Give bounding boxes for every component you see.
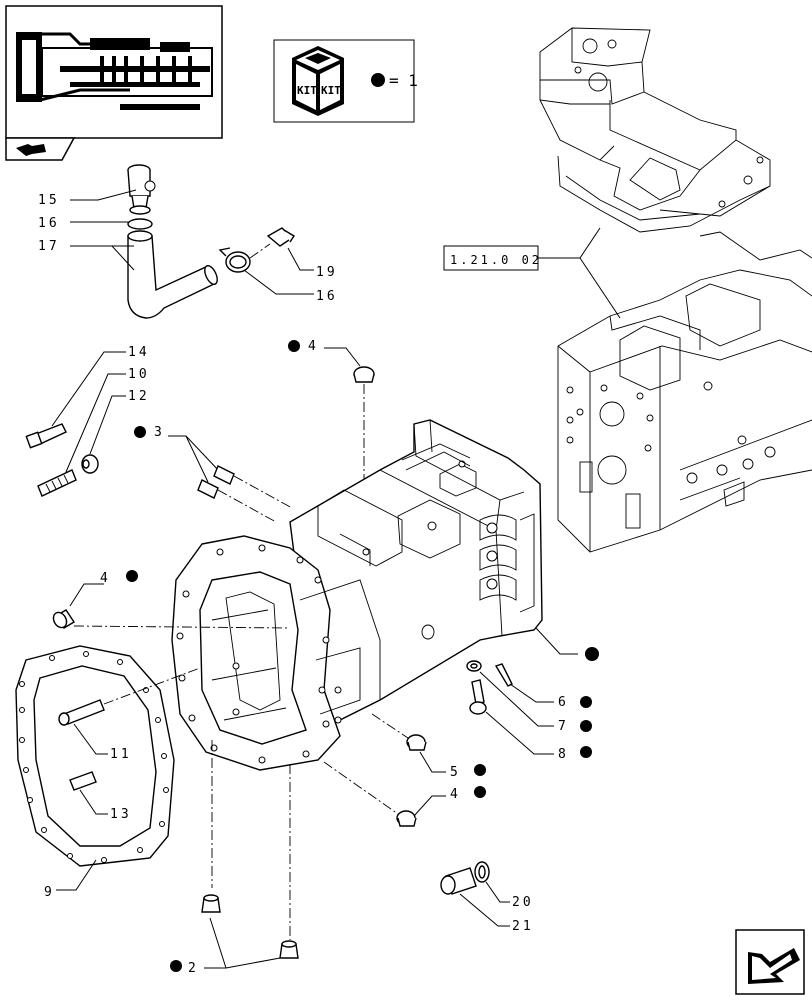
washer-7: [466, 660, 482, 672]
callout-21: 21: [512, 919, 534, 934]
callout-16: 16: [38, 216, 60, 231]
callout-11: 11: [110, 747, 132, 762]
kit-marker-5: [474, 764, 486, 776]
callout-9: 9: [44, 885, 55, 900]
overview-thumbnail[interactable]: [5, 5, 223, 139]
breather-cap: [127, 164, 156, 209]
pin-11: [58, 699, 105, 726]
reference-label: 1.21.0 02: [450, 253, 542, 267]
callout-14: 14: [128, 345, 150, 360]
callout-15: 15: [38, 193, 60, 208]
kit-marker-4-top: [288, 340, 300, 352]
callout-7: 7: [558, 719, 569, 734]
breather-clamp: [127, 205, 153, 230]
callout-16-clamp: 16: [316, 289, 338, 304]
kit-text-right: KIT: [321, 84, 341, 97]
dowel-lower: [197, 479, 219, 499]
kit-marker-7: [580, 720, 592, 732]
kit-marker-housing: [585, 647, 599, 661]
plug-5: [406, 734, 427, 751]
callout-8: 8: [558, 747, 569, 762]
breather-hose: [127, 230, 218, 319]
callout-19: 19: [316, 265, 338, 280]
back-button[interactable]: [5, 137, 76, 161]
plug-4-top: [353, 366, 375, 383]
rear-transmission-housing: [539, 27, 812, 553]
callout-6: 6: [558, 695, 569, 710]
kit-marker-8: [580, 746, 592, 758]
kit-marker-4-left: [126, 570, 138, 582]
kit-marker-3: [134, 426, 146, 438]
callout-3: 3: [154, 425, 165, 440]
kit-box-icon: KIT KIT: [292, 46, 344, 116]
nut-12: [81, 454, 99, 474]
kit-text-left: KIT: [297, 84, 317, 97]
drain-plug-21: [440, 867, 477, 895]
callout-4-top: 4: [308, 339, 319, 354]
callout-10: 10: [128, 367, 150, 382]
bolt-8: [469, 679, 487, 715]
next-page-button[interactable]: [735, 929, 805, 995]
kit-marker-2: [170, 960, 182, 972]
callout-20: 20: [512, 895, 534, 910]
bolt-14: [25, 423, 67, 449]
reference-label-box[interactable]: 1.21.0 02: [443, 245, 542, 271]
callout-5: 5: [450, 765, 461, 780]
hose-clamp: [218, 247, 251, 273]
kit-legend-value: = 1: [389, 71, 418, 90]
seal-washer-20: [474, 861, 490, 883]
stud-10: [37, 469, 77, 497]
pin-13: [69, 771, 97, 791]
callout-13: 13: [110, 807, 132, 822]
next-page-arrow-icon: [748, 948, 800, 984]
back-arrow-icon: [16, 144, 46, 156]
kit-legend: KIT KIT = 1: [273, 39, 418, 123]
plug-2-left: [201, 894, 221, 913]
kit-marker-dot: [371, 73, 385, 87]
housing-front-flange: [171, 535, 381, 771]
kit-marker-4-lower: [474, 786, 486, 798]
callout-12: 12: [128, 389, 150, 404]
callout-2: 2: [188, 961, 199, 976]
plug-2-right: [279, 940, 299, 959]
gasket-9: [15, 645, 175, 867]
dowel-upper: [213, 465, 235, 485]
callout-4-left: 4: [100, 571, 111, 586]
breather-fitting: [266, 227, 295, 247]
transmission-overview-icon: [16, 32, 213, 110]
plug-4-lower: [396, 810, 417, 827]
plug-4-left: [52, 609, 75, 629]
callout-4-lower: 4: [450, 787, 461, 802]
split-pin-6: [494, 663, 513, 687]
kit-marker-6: [580, 696, 592, 708]
callout-17: 17: [38, 239, 60, 254]
